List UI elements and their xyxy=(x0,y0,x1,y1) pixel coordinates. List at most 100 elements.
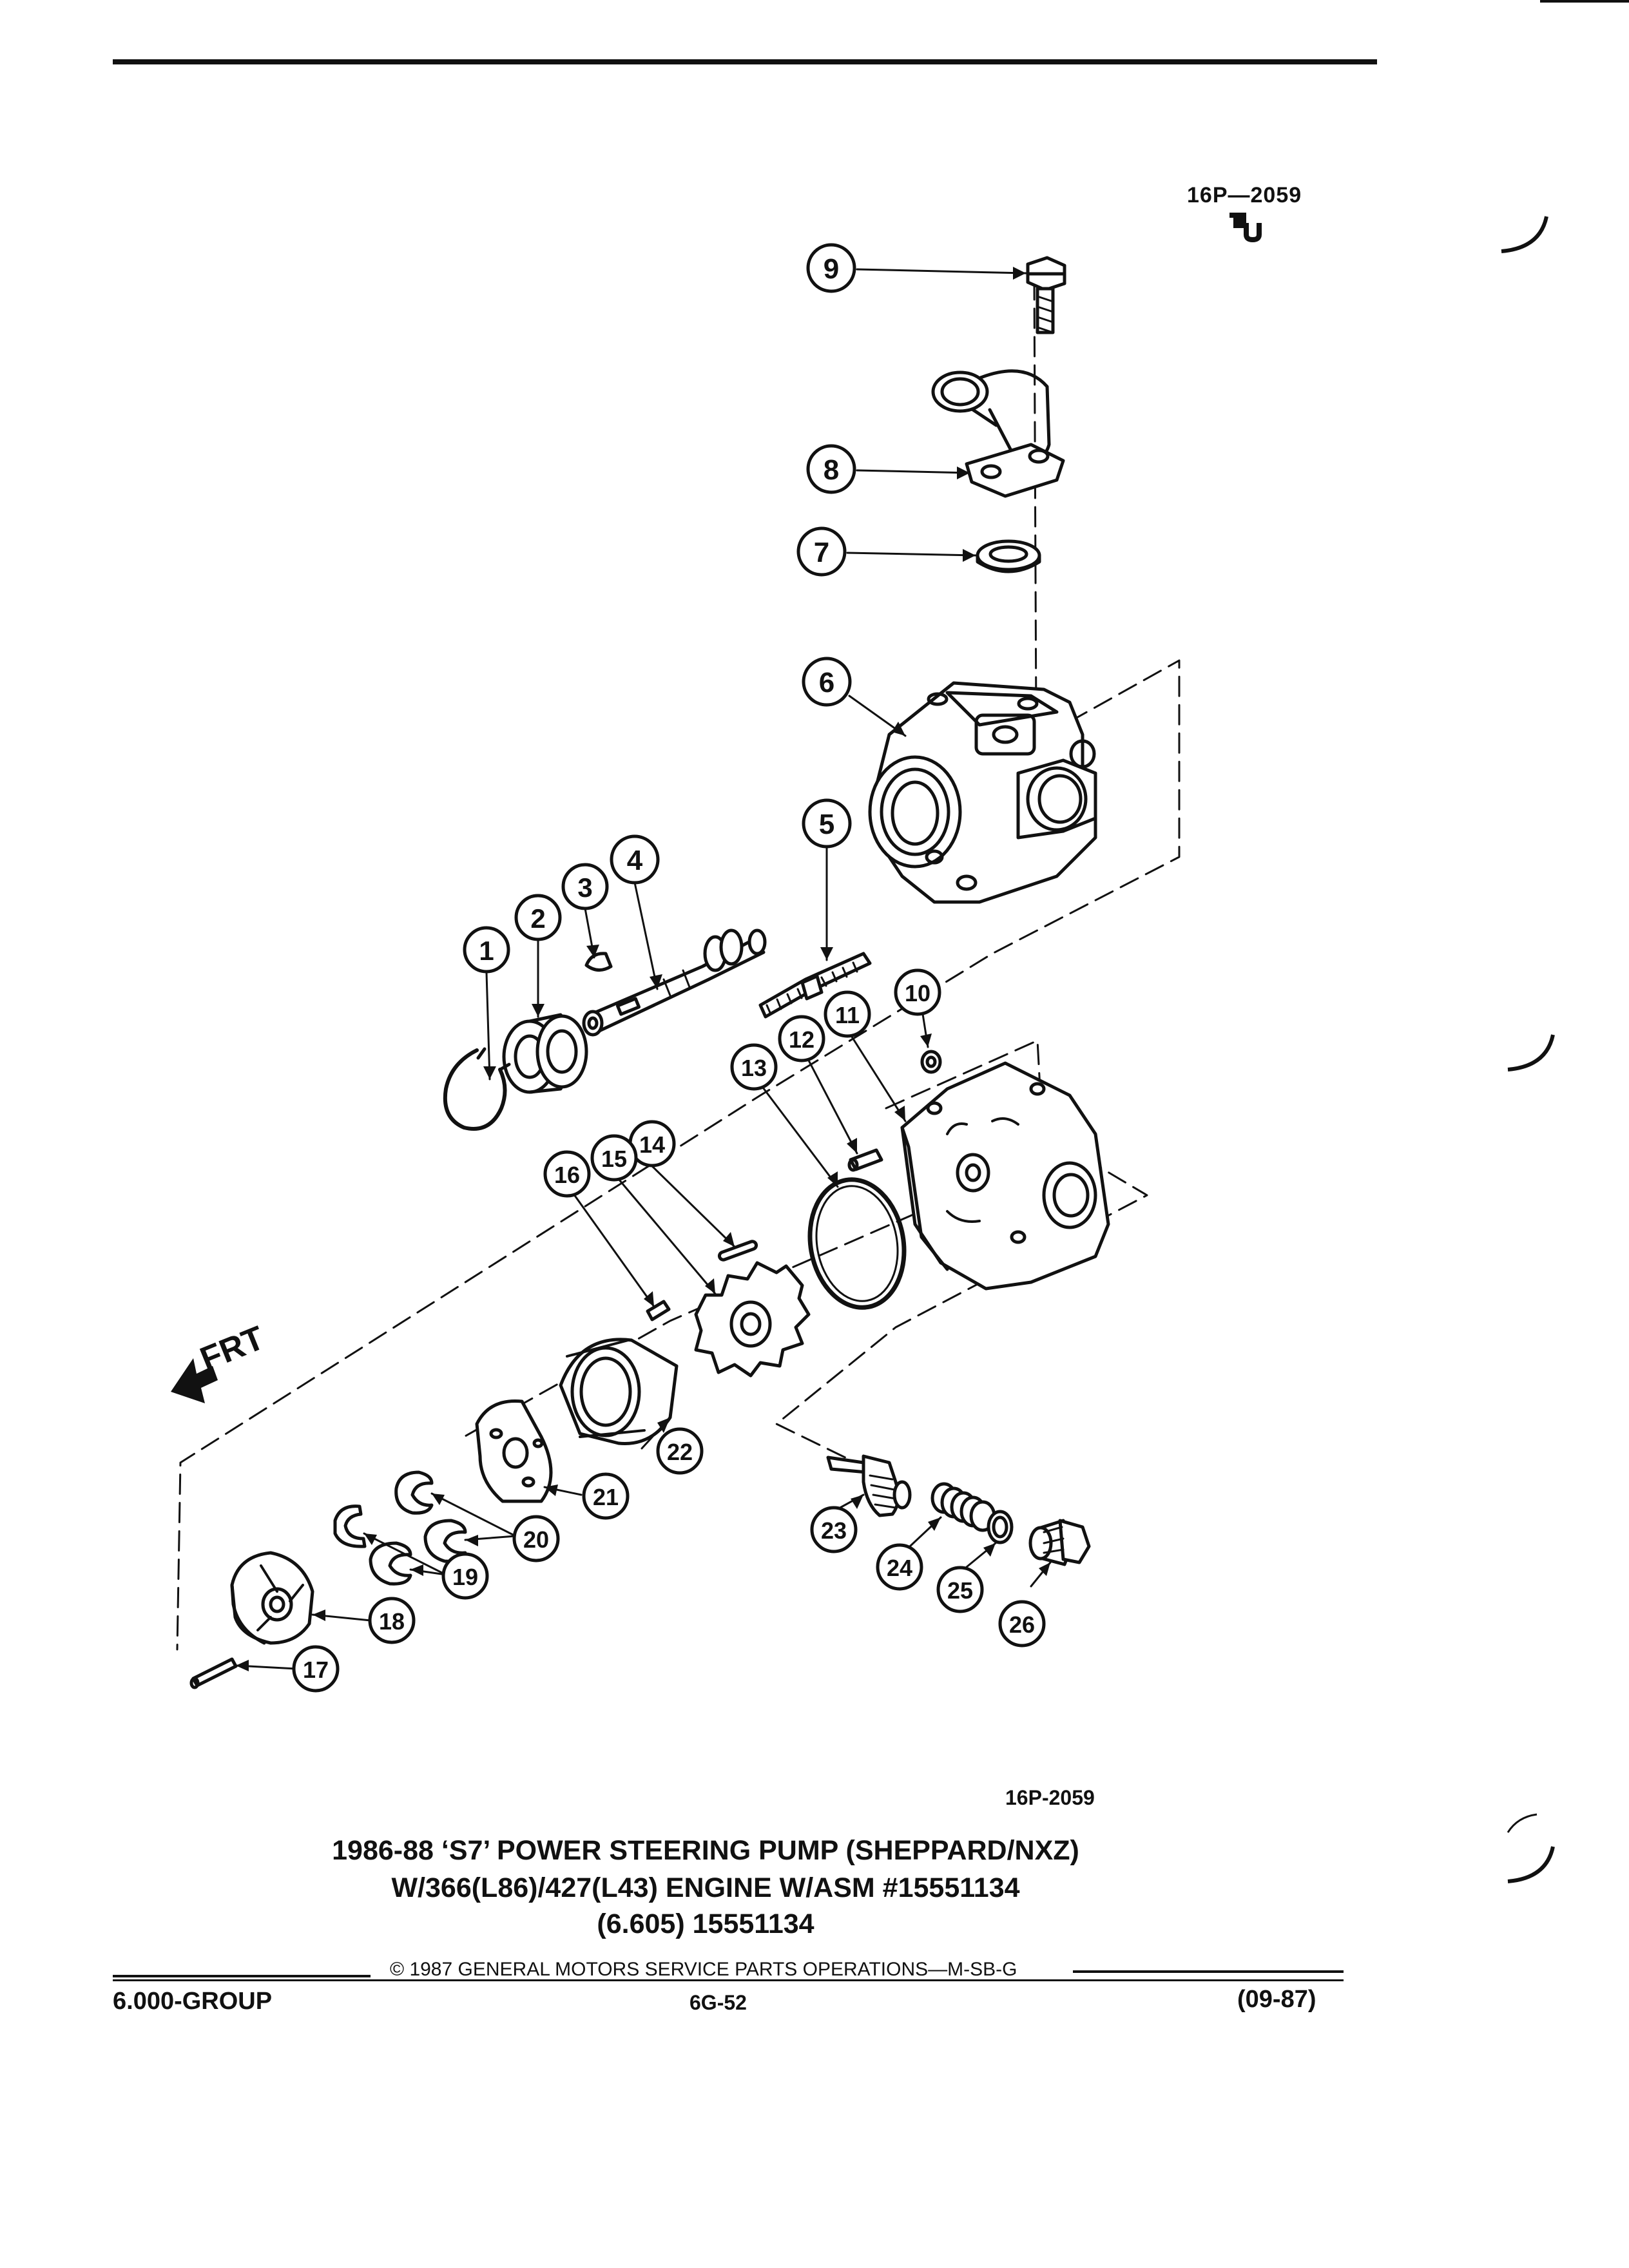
header-figure-code: 16P—2059 xyxy=(1187,183,1302,207)
seal-19a xyxy=(333,1504,367,1548)
pump-housing-6 xyxy=(868,681,1097,904)
svg-text:15: 15 xyxy=(601,1146,627,1172)
footer-rule-right xyxy=(1073,1970,1344,1973)
callout-17: 17 xyxy=(292,1645,340,1693)
svg-text:7: 7 xyxy=(814,537,829,568)
svg-text:13: 13 xyxy=(741,1055,767,1081)
scan-mark-3 xyxy=(1507,1846,1555,1883)
callout-20: 20 xyxy=(512,1515,560,1562)
svg-text:18: 18 xyxy=(379,1608,405,1635)
callout-1: 1 xyxy=(463,926,510,974)
callout-11: 11 xyxy=(824,990,871,1038)
o-ring-13 xyxy=(807,1177,907,1310)
svg-text:14: 14 xyxy=(639,1131,665,1158)
vane-14 xyxy=(717,1240,758,1262)
footer-group: 6.000-GROUP xyxy=(113,1988,273,2015)
dowel-pin-12 xyxy=(847,1148,883,1172)
svg-text:1: 1 xyxy=(479,936,494,966)
callout-12: 12 xyxy=(778,1015,825,1062)
svg-text:19: 19 xyxy=(452,1564,478,1590)
footer-page-number: 6G-52 xyxy=(689,1991,747,2014)
svg-text:21: 21 xyxy=(593,1484,619,1510)
thrust-plate-18 xyxy=(230,1551,314,1645)
gm-mark-icon xyxy=(1229,213,1262,243)
svg-text:8: 8 xyxy=(824,454,839,486)
callout-2: 2 xyxy=(514,894,562,941)
footer-copyright: © 1987 GENERAL MOTORS SERVICE PARTS OPER… xyxy=(390,1959,1017,1980)
elbow-fitting-8 xyxy=(931,369,1065,498)
callout-24: 24 xyxy=(876,1543,923,1591)
pin-16 xyxy=(646,1300,671,1321)
callout-5: 5 xyxy=(802,798,852,849)
caption-title-line1: 1986-88 ‘S7’ POWER STEERING PUMP (SHEPPA… xyxy=(332,1835,1079,1866)
top-rule xyxy=(113,59,1377,64)
callout-21: 21 xyxy=(582,1472,630,1520)
svg-text:11: 11 xyxy=(835,1002,860,1028)
svg-text:10: 10 xyxy=(905,980,930,1006)
stud-5 xyxy=(758,952,872,1019)
plug-26 xyxy=(1028,1519,1091,1566)
svg-text:3: 3 xyxy=(577,872,592,903)
front-arrow-icon xyxy=(171,1358,218,1403)
seal-20a xyxy=(394,1470,434,1515)
svg-text:20: 20 xyxy=(523,1526,549,1553)
retaining-ring-1 xyxy=(443,1047,511,1131)
callout-25: 25 xyxy=(936,1566,984,1613)
footer-rule-bottom xyxy=(113,1979,1344,1981)
svg-text:22: 22 xyxy=(667,1439,693,1465)
drive-shaft-4 xyxy=(582,928,767,1037)
svg-text:25: 25 xyxy=(947,1577,973,1604)
svg-text:12: 12 xyxy=(789,1026,815,1053)
o-ring-25 xyxy=(987,1510,1014,1544)
callout-group: 9 8 7 6 5 4 3 2 1 10 11 12 13 14 15 16 2… xyxy=(292,243,1046,1693)
svg-text:9: 9 xyxy=(824,253,839,285)
woodruff-key-3 xyxy=(584,952,613,972)
spring-24 xyxy=(930,1482,996,1532)
callout-4: 4 xyxy=(610,834,660,885)
svg-text:17: 17 xyxy=(303,1657,329,1683)
svg-text:23: 23 xyxy=(821,1517,847,1544)
leader-lines xyxy=(235,268,1052,1670)
seal-20b xyxy=(423,1519,467,1563)
o-ring-10 xyxy=(920,1050,942,1074)
svg-text:2: 2 xyxy=(530,903,545,934)
pin-17 xyxy=(189,1657,238,1689)
callout-14: 14 xyxy=(628,1120,676,1168)
callout-23: 23 xyxy=(810,1506,858,1553)
callout-19: 19 xyxy=(441,1552,489,1600)
svg-text:26: 26 xyxy=(1009,1611,1035,1638)
callout-10: 10 xyxy=(894,968,941,1016)
callout-13: 13 xyxy=(730,1043,778,1091)
scan-mark-top xyxy=(1540,0,1629,3)
callout-18: 18 xyxy=(368,1597,416,1644)
bearing-2 xyxy=(502,1013,588,1094)
bolt-9 xyxy=(1026,256,1066,334)
footer-rule-left xyxy=(113,1975,371,1977)
scan-mark-1 xyxy=(1501,216,1548,253)
svg-text:6: 6 xyxy=(819,667,834,698)
callout-26: 26 xyxy=(998,1600,1046,1648)
callout-6: 6 xyxy=(802,657,852,707)
cam-ring-22 xyxy=(559,1338,679,1445)
svg-text:5: 5 xyxy=(819,809,834,840)
pressure-plate-21 xyxy=(475,1399,553,1503)
callout-22: 22 xyxy=(656,1427,704,1475)
rotor-15 xyxy=(694,1261,811,1378)
callout-9: 9 xyxy=(806,243,856,293)
washer-7 xyxy=(976,539,1041,573)
caption-figure-code: 16P-2059 xyxy=(1005,1786,1095,1809)
leader-arrowheads xyxy=(236,267,1050,1671)
caption-title-line2: W/366(L86)/427(L43) ENGINE W/ASM #155511… xyxy=(391,1872,1020,1903)
svg-text:24: 24 xyxy=(887,1555,912,1581)
svg-text:4: 4 xyxy=(627,845,643,876)
callout-8: 8 xyxy=(806,444,856,494)
callout-15: 15 xyxy=(590,1134,638,1182)
seal-19b xyxy=(369,1541,412,1586)
caption-title-line3: (6.605) 15551134 xyxy=(597,1908,815,1939)
svg-text:16: 16 xyxy=(554,1162,580,1188)
scan-mark-4 xyxy=(1507,1813,1537,1833)
callout-7: 7 xyxy=(796,526,847,577)
flow-control-valve-23 xyxy=(826,1454,912,1517)
